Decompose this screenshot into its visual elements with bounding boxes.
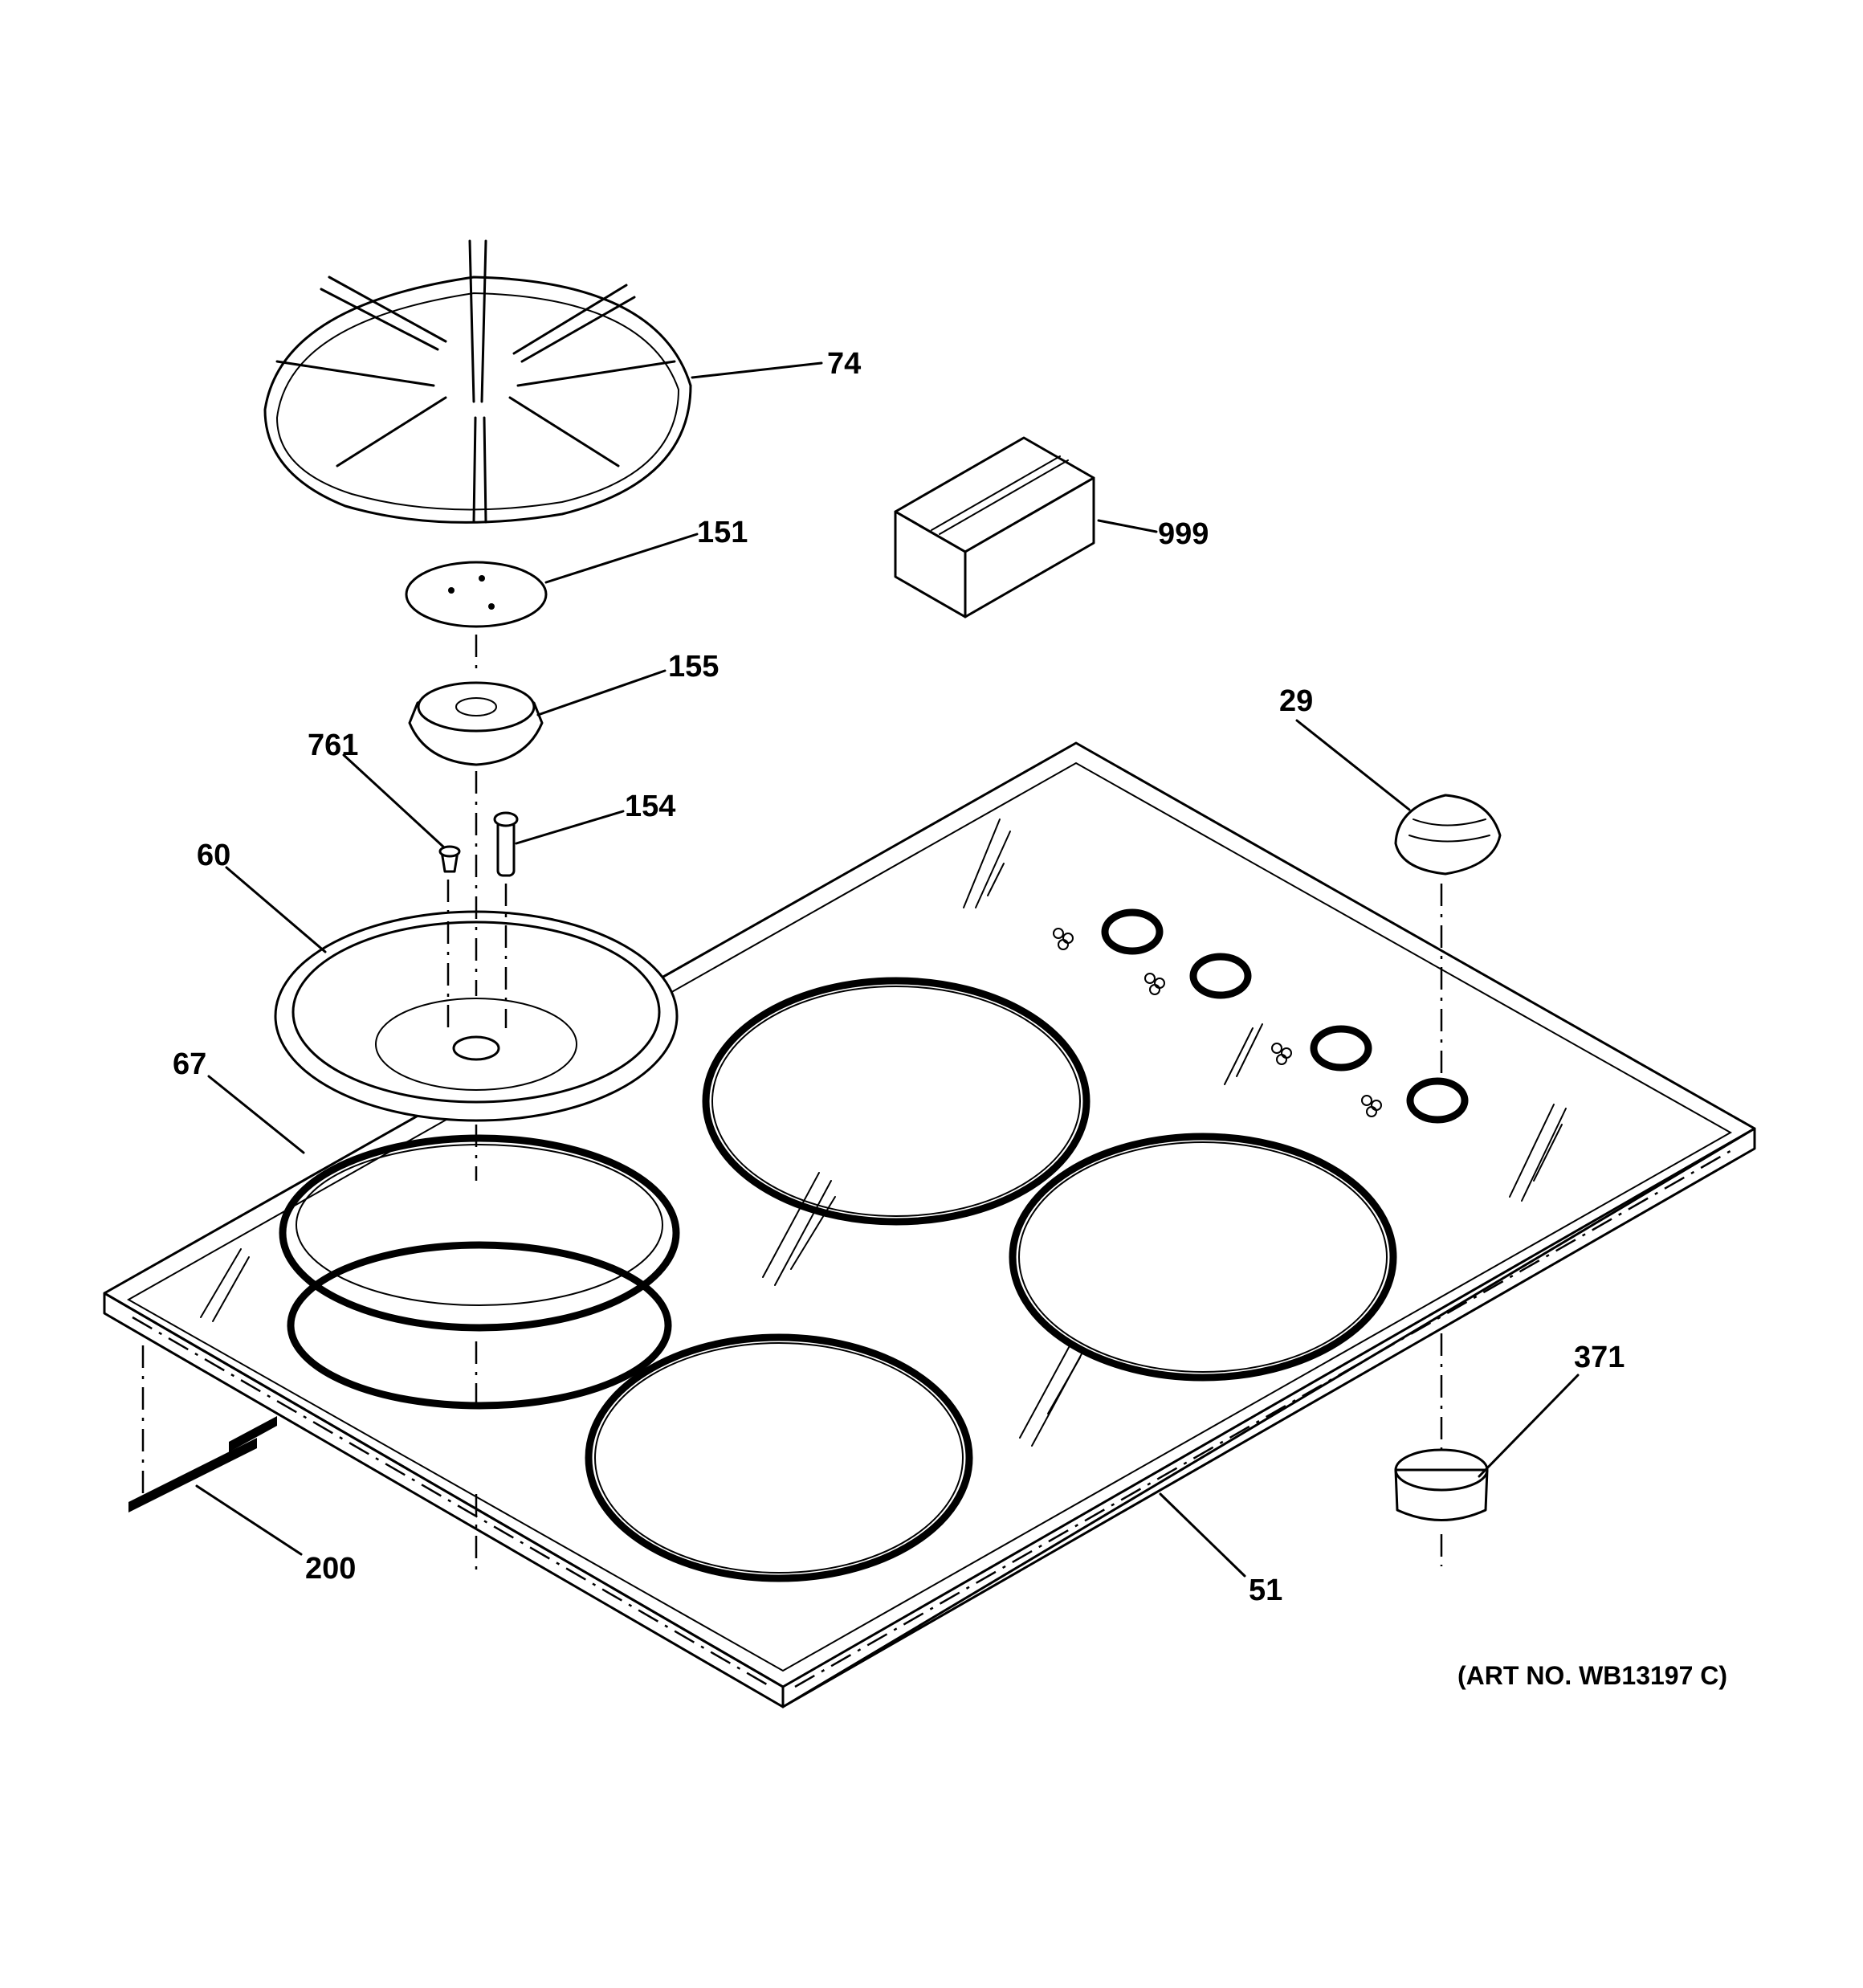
callout-60: 60 [197,839,230,872]
callout-74: 74 [827,347,861,381]
orifice [493,811,519,877]
control-markings [1053,908,1469,1124]
callout-999: 999 [1158,517,1209,551]
leader-lines [195,361,1580,1578]
control-knob [1394,794,1502,876]
cooking-zone-rear-left [702,977,1090,1226]
knob-bezel [1394,1448,1489,1521]
callout-29: 29 [1279,684,1313,718]
glass-cooktop [103,741,1756,1708]
callout-51: 51 [1249,1574,1282,1607]
burner-bowl [274,910,679,1122]
burner-head [408,681,544,766]
seal-ring [279,1134,680,1332]
callout-761: 761 [308,729,358,762]
burner-cap [405,561,548,628]
assembly-center-lines [141,635,1443,1574]
callout-151: 151 [697,516,748,549]
burner-cutout [287,1241,672,1410]
screw [438,845,461,873]
callout-67: 67 [173,1047,206,1081]
cooking-zone-front [585,1333,973,1582]
gasket-strip [128,1416,277,1512]
burner-grate [263,239,692,524]
art-number: (ART NO. WB13197 C) [1457,1661,1727,1690]
callout-200: 200 [305,1552,356,1586]
cooking-zone-rear-right [1009,1133,1397,1382]
callout-371: 371 [1574,1341,1625,1374]
callout-labels: 74 999 151 155 29 761 154 60 67 371 200 … [173,347,1727,1690]
callout-155: 155 [668,650,719,684]
callout-154: 154 [625,790,675,823]
parts-package [894,436,1095,618]
